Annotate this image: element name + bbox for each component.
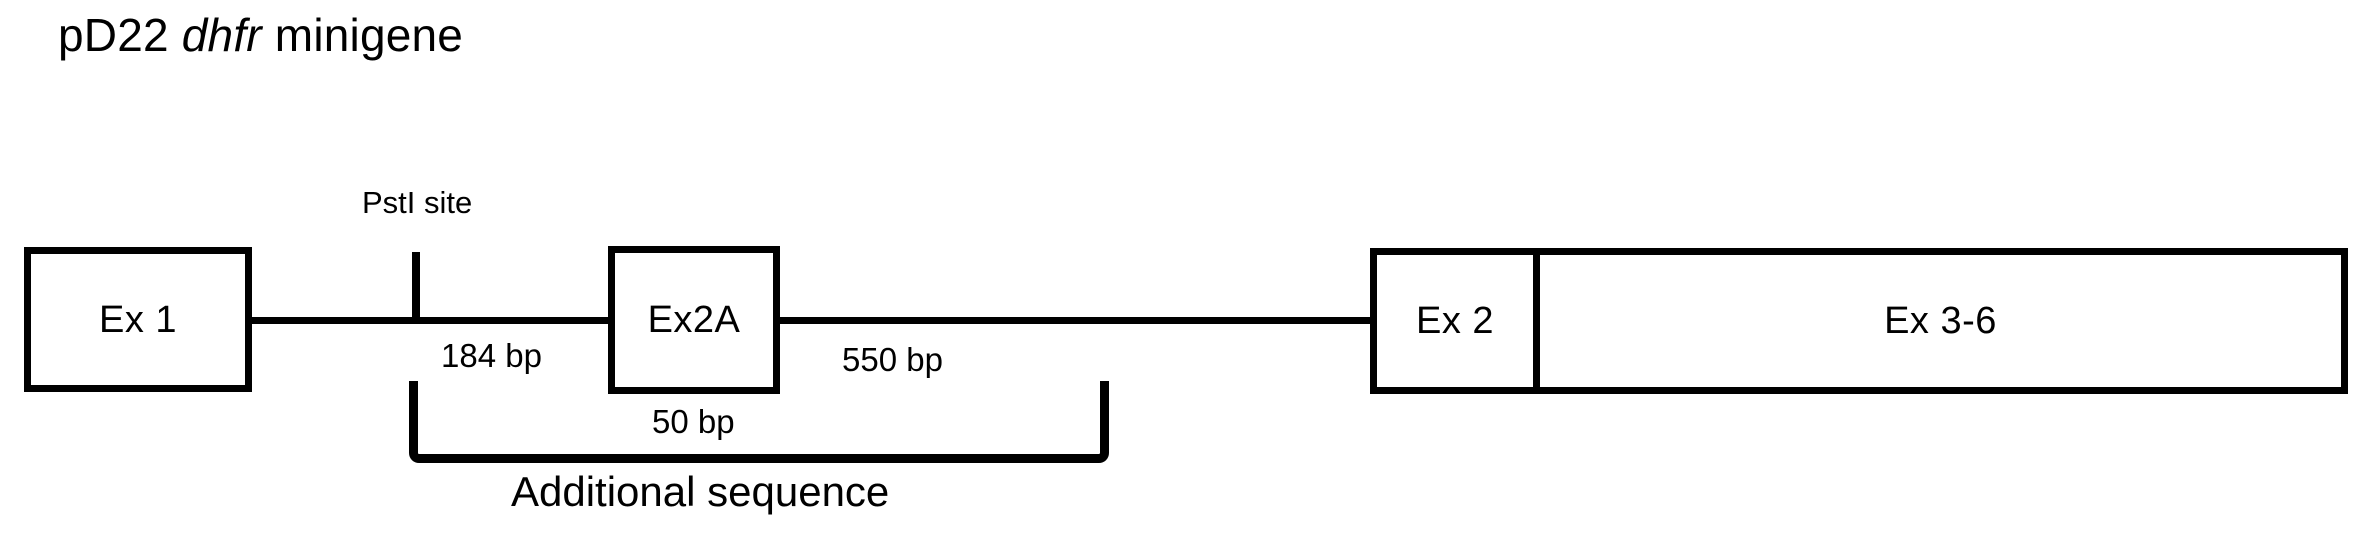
exon-box-ex2a: Ex2A xyxy=(608,246,780,394)
exon-label-ex2a: Ex2A xyxy=(647,299,741,341)
exon-label-ex36: Ex 3-6 xyxy=(1884,300,1997,342)
page-title: pD22 dhfr minigene xyxy=(58,6,463,64)
exon-box-ex36: Ex 3-6 xyxy=(1540,255,2341,387)
title-prefix: pD22 xyxy=(58,9,182,61)
length-label-184bp: 184 bp xyxy=(441,337,542,374)
length-label-550bp: 550 bp xyxy=(842,341,943,378)
intron-line-ex1-to-ex2a xyxy=(246,317,614,324)
exon-box-ex2: Ex 2 xyxy=(1377,255,1540,387)
title-gene-name-italic: dhfr xyxy=(181,9,262,61)
psti-site-label: PstI site xyxy=(362,185,473,220)
psti-site-tick-icon xyxy=(412,252,420,322)
exon-label-ex1: Ex 1 xyxy=(98,298,178,341)
exon-block-ex2-ex36: Ex 2 Ex 3-6 xyxy=(1370,248,2348,394)
additional-sequence-label: Additional sequence xyxy=(511,468,890,515)
additional-sequence-bracket xyxy=(409,381,1109,463)
title-suffix: minigene xyxy=(261,9,464,61)
intron-line-ex2a-to-ex2 xyxy=(774,317,1374,324)
exon-box-ex1: Ex 1 xyxy=(24,247,252,392)
exon-label-ex2: Ex 2 xyxy=(1415,300,1495,342)
length-label-50bp: 50 bp xyxy=(652,403,735,440)
